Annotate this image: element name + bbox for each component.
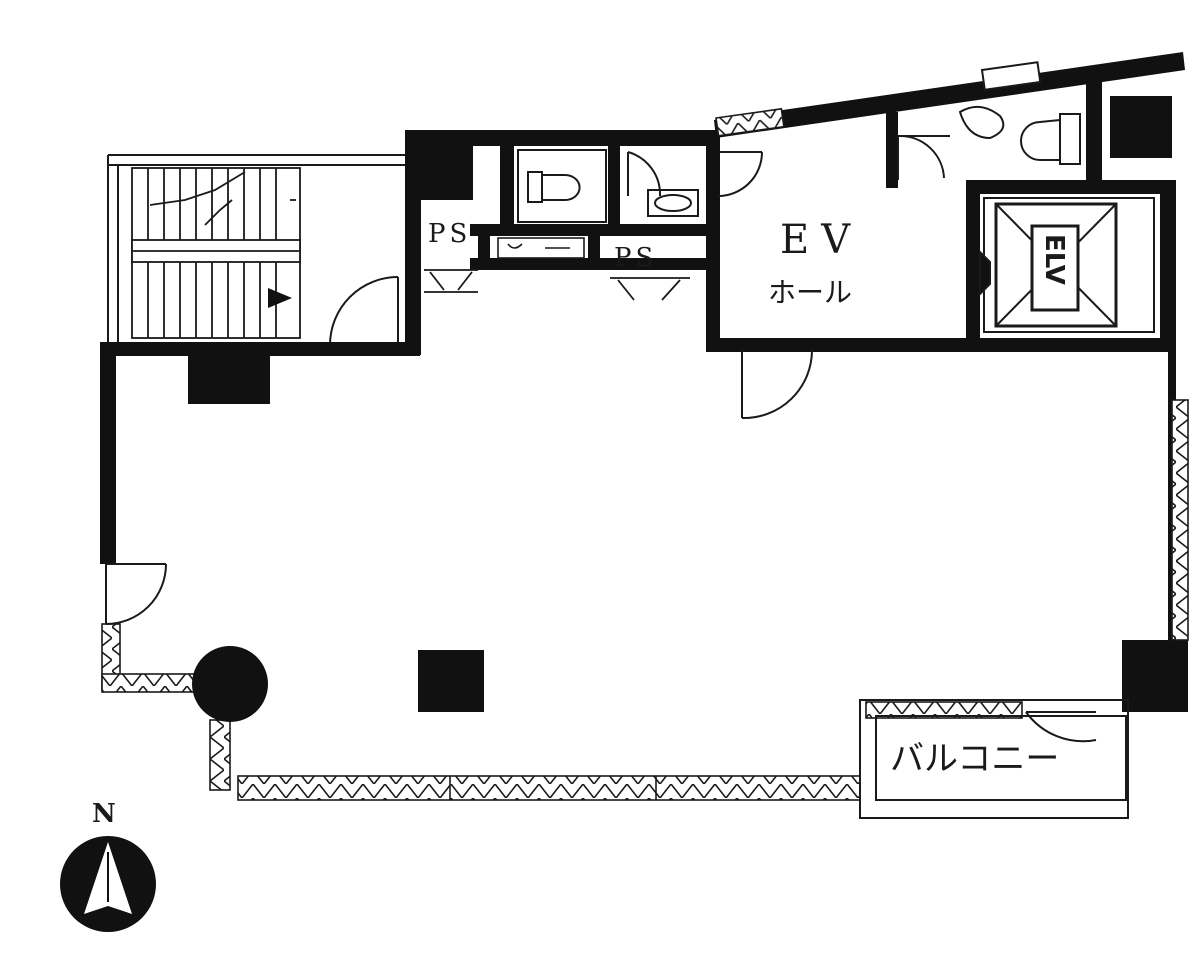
stair-hall <box>107 154 405 346</box>
basin-row <box>497 237 585 259</box>
balcony-door[interactable] <box>1025 711 1097 743</box>
north-arrow: N <box>60 799 156 932</box>
ev-hall-door[interactable] <box>741 349 813 420</box>
wc-right <box>897 61 1081 180</box>
staircase <box>131 167 301 339</box>
ev-label: EV <box>780 217 862 263</box>
sink-icon <box>647 189 699 217</box>
elv-label: ELV <box>1039 234 1069 285</box>
core-door-right[interactable] <box>717 151 763 197</box>
stair-door[interactable] <box>329 276 399 346</box>
north-label: N <box>92 799 116 829</box>
ps-left-closet: PS <box>424 219 478 293</box>
wc-left <box>517 149 607 223</box>
ps-left-label: PS <box>428 219 471 249</box>
round-column <box>192 646 268 722</box>
balcony: バルコニー <box>859 699 1129 819</box>
stair-direction-arrow <box>268 288 292 308</box>
toilet-icon-2 <box>958 105 1081 165</box>
elevator-icon <box>979 197 1155 333</box>
toilet-icon <box>527 171 581 203</box>
main-left-door[interactable] <box>105 563 167 625</box>
hall-label: ホール <box>768 276 852 309</box>
ps-right-closet: PS <box>610 243 690 301</box>
window-walls <box>101 107 1189 801</box>
core-walls <box>100 52 1188 712</box>
ps-right-label: PS <box>614 243 657 273</box>
balcony-label: バルコニー <box>890 739 1059 779</box>
ev-hall: EV ホール <box>768 217 862 309</box>
